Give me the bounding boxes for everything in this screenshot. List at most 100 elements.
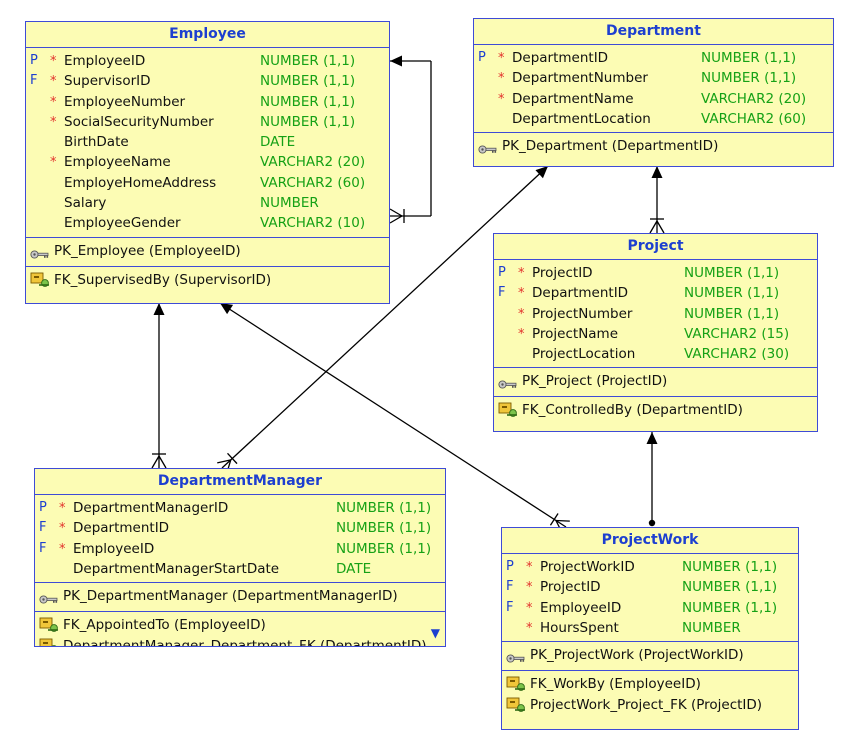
primary-key-label: PK_ProjectWork (ProjectWorkID) [530, 647, 744, 664]
column-type: VARCHAR2 (15) [684, 325, 790, 342]
foreign-key-row[interactable]: FK_WorkBy (EmployeeID) [502, 674, 798, 695]
column-name: EmployeHomeAddress [64, 174, 217, 191]
foreign-key-label: FK_AppointedTo (EmployeeID) [63, 617, 266, 634]
required-star: * [518, 306, 525, 322]
column-type: NUMBER (1,1) [684, 305, 780, 322]
scroll-down-icon[interactable]: ▼ [430, 626, 440, 640]
column-name: EmployeeNumber [64, 93, 186, 110]
crows-foot-icon [389, 208, 403, 217]
primary-key-row[interactable]: PK_Project (ProjectID) [494, 371, 817, 392]
foreign-key-icon [506, 676, 528, 699]
required-star: * [518, 266, 525, 281]
entity-title: Project [494, 234, 817, 260]
column-type: NUMBER (1,1) [336, 520, 432, 537]
foreign-key-row[interactable]: FK_SupervisedBy (SupervisorID) [26, 270, 389, 291]
key-icon [506, 649, 525, 670]
column-name: HoursSpent [540, 619, 619, 636]
primary-key-section: PK_ProjectWork (ProjectWorkID) [502, 642, 798, 672]
required-star: * [59, 501, 66, 516]
required-star: * [498, 71, 505, 87]
column-name: EmployeeID [73, 540, 155, 557]
foreign-key-section: FK_AppointedTo (EmployeeID) DepartmentMan… [35, 612, 445, 647]
foreign-key-icon [39, 638, 61, 646]
foreign-key-row[interactable]: ProjectWork_Project_FK (ProjectID) [502, 695, 798, 716]
column-type: DATE [260, 134, 296, 151]
foreign-key-row[interactable]: FK_AppointedTo (EmployeeID) [35, 615, 445, 636]
key-marker: F [506, 579, 514, 595]
primary-key-row[interactable]: PK_ProjectWork (ProjectWorkID) [502, 645, 798, 666]
foreign-key-row[interactable]: DepartmentManager_Department_FK (Departm… [35, 636, 445, 647]
column-type: NUMBER (1,1) [336, 500, 432, 516]
entity-title: DepartmentManager [35, 469, 445, 495]
crows-foot-icon [217, 459, 231, 464]
entity-title: ProjectWork [502, 528, 798, 554]
key-marker: P [506, 559, 514, 574]
crows-foot-icon [656, 220, 665, 234]
primary-key-section: PK_Department (DepartmentID) [474, 133, 833, 161]
column-type: NUMBER (1,1) [260, 53, 356, 69]
foreign-key-label: FK_SupervisedBy (SupervisorID) [54, 271, 272, 288]
primary-key-section: PK_Employee (EmployeeID) [26, 238, 389, 267]
column-type: NUMBER (1,1) [682, 579, 778, 596]
primary-key-row[interactable]: PK_Department (DepartmentID) [474, 136, 833, 157]
required-star: * [50, 74, 57, 90]
crows-foot-icon [389, 215, 403, 224]
column-type: VARCHAR2 (60) [701, 110, 807, 127]
column-name: EmployeeName [64, 154, 171, 171]
required-star: * [498, 51, 505, 66]
primary-key-row[interactable]: PK_Employee (EmployeeID) [26, 241, 389, 262]
required-star: * [50, 114, 57, 130]
column-type: NUMBER (1,1) [682, 559, 778, 575]
column-name: ProjectWorkID [540, 559, 635, 575]
primary-key-row[interactable]: PK_DepartmentManager (DepartmentManagerI… [35, 586, 445, 607]
column-name: DepartmentID [73, 520, 170, 537]
column-name: ProjectName [532, 325, 619, 342]
key-icon [478, 140, 497, 161]
column-type: NUMBER (1,1) [701, 50, 797, 66]
primary-key-label: PK_Department (DepartmentID) [502, 138, 719, 155]
required-star: * [59, 521, 66, 537]
column-type: VARCHAR2 (30) [684, 346, 790, 363]
key-icon [39, 590, 58, 611]
primary-key-label: PK_Employee (EmployeeID) [54, 242, 241, 259]
foreign-key-label: DepartmentManager_Department_FK (Departm… [63, 638, 427, 647]
foreign-key-row[interactable]: FK_ControlledBy (DepartmentID) [494, 400, 817, 421]
foreign-key-label: ProjectWork_Project_FK (ProjectID) [530, 697, 763, 714]
